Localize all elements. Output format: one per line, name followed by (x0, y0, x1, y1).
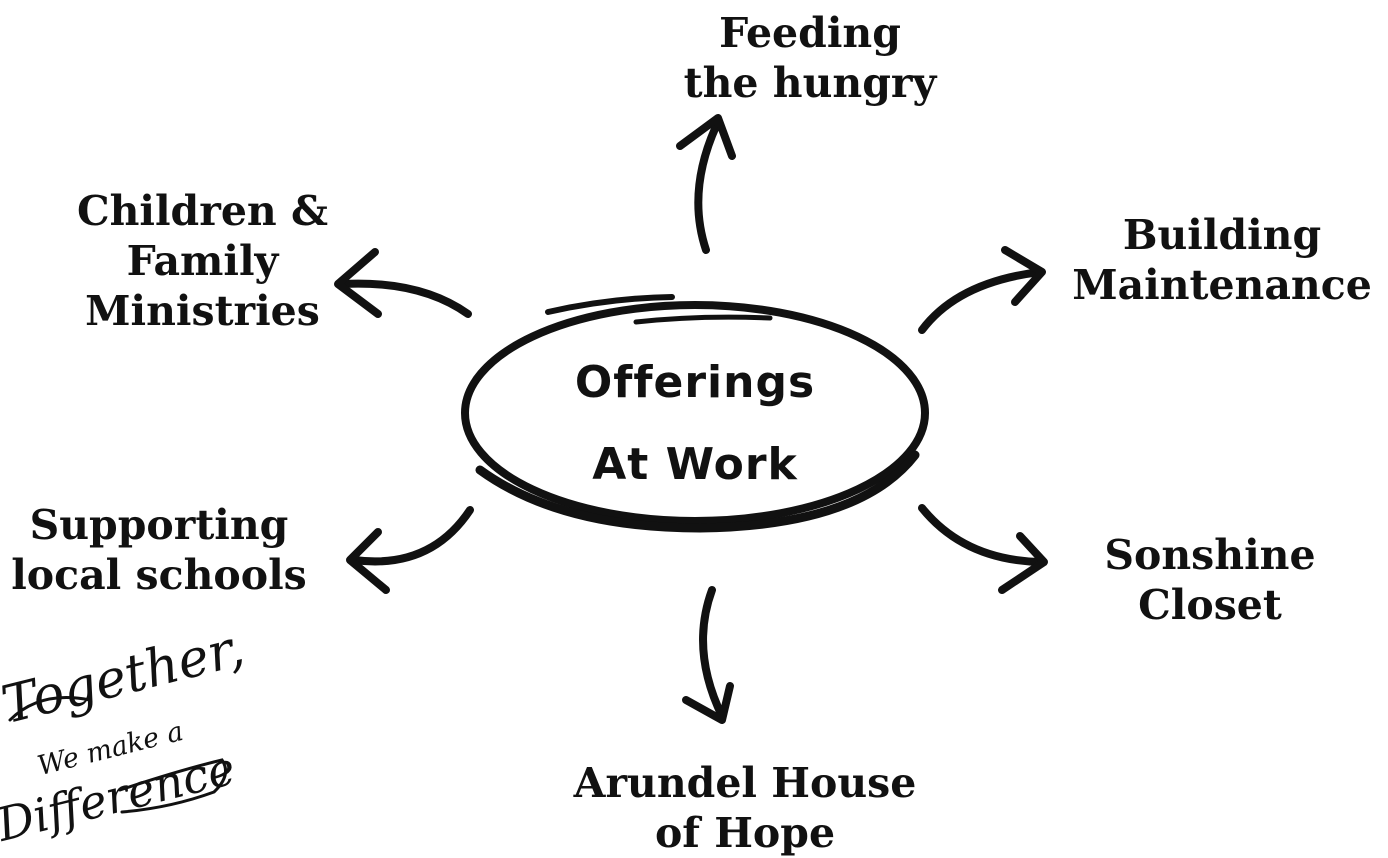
center-title-line2: At Work (592, 439, 798, 490)
center-ellipse-top-stroke-2 (633, 314, 773, 325)
center-title: Offerings At Work (530, 342, 860, 506)
node-feeding-line1: Feeding (719, 9, 901, 57)
node-arundel: Arundel House of Hope (555, 758, 935, 858)
arrow-children (334, 248, 472, 318)
node-feeding: Feeding the hungry (660, 8, 960, 108)
node-building-line2: Maintenance (1072, 261, 1372, 309)
together-logo: Together, We make a Difference (0, 618, 250, 852)
arrow-supporting (346, 506, 474, 594)
center-ellipse (461, 301, 929, 525)
center-title-line1: Offerings (574, 357, 816, 408)
arrow-sonshine (918, 504, 1048, 594)
node-children-line3: Ministries (85, 287, 320, 335)
node-building-line1: Building (1122, 211, 1322, 259)
center-ellipse-top-stroke (545, 294, 675, 315)
node-sonshine: Sonshine Closet (1090, 530, 1330, 630)
node-supporting-line2: local schools (11, 551, 307, 599)
node-children-line1: Children & (76, 187, 329, 235)
arrow-feeding (676, 114, 736, 254)
node-sonshine-line1: Sonshine (1104, 531, 1316, 579)
center-ellipse-shadow (475, 450, 920, 533)
node-sonshine-line2: Closet (1138, 581, 1282, 629)
node-building: Building Maintenance (1066, 210, 1378, 310)
logo-swash (8, 696, 228, 814)
node-arundel-line2: of Hope (654, 809, 836, 857)
node-supporting: Supporting local schools (4, 500, 314, 600)
node-children-line2: Family (126, 237, 279, 285)
node-feeding-line2: the hungry (683, 59, 937, 107)
arrow-building (918, 246, 1046, 334)
node-children: Children & Family Ministries (60, 186, 345, 336)
arrow-arundel (682, 586, 734, 724)
node-arundel-line1: Arundel House (573, 759, 917, 807)
node-supporting-line1: Supporting (29, 501, 289, 549)
